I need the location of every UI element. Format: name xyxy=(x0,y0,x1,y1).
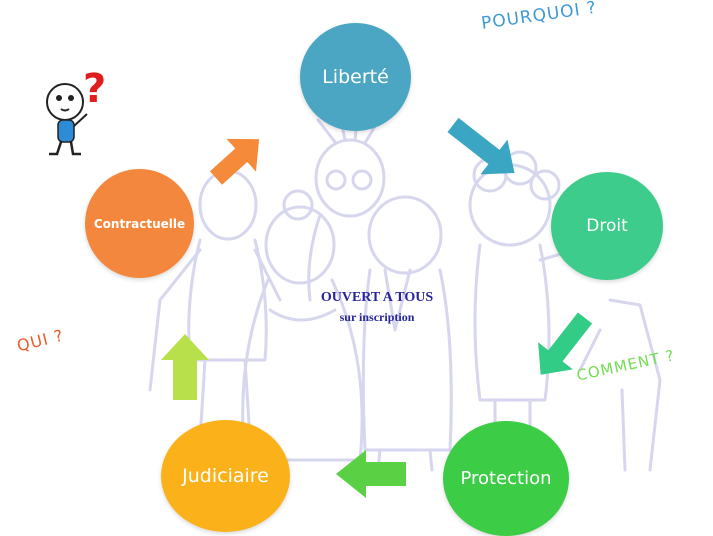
node-protection: Protection xyxy=(443,421,569,536)
node-liberte-label: Liberté xyxy=(322,66,389,88)
node-contractuelle-label: Contractuelle xyxy=(93,216,186,231)
arrow-contractuelle-to-liberte xyxy=(209,138,260,185)
node-liberte: Liberté xyxy=(300,23,411,131)
node-contractuelle: Contractuelle xyxy=(85,169,194,278)
mascot-question-icon: ? xyxy=(46,66,106,156)
node-droit-label: Droit xyxy=(586,216,628,236)
svg-text:?: ? xyxy=(83,66,106,112)
center-caption: OUVERT A TOUS sur inscription xyxy=(292,290,462,325)
arrow-judiciaire-to-contractuelle xyxy=(161,334,209,400)
arrow-droit-to-protection xyxy=(538,312,593,375)
node-protection-label: Protection xyxy=(460,468,552,489)
arrow-liberte-to-droit xyxy=(447,117,515,175)
arrow-protection-to-judiciaire xyxy=(336,450,406,498)
center-subtitle: sur inscription xyxy=(339,310,415,324)
node-judiciaire: Judiciaire xyxy=(161,420,290,532)
node-droit: Droit xyxy=(551,172,663,280)
center-title: OUVERT A TOUS xyxy=(320,290,434,305)
node-judiciaire-label: Judiciaire xyxy=(182,465,269,487)
